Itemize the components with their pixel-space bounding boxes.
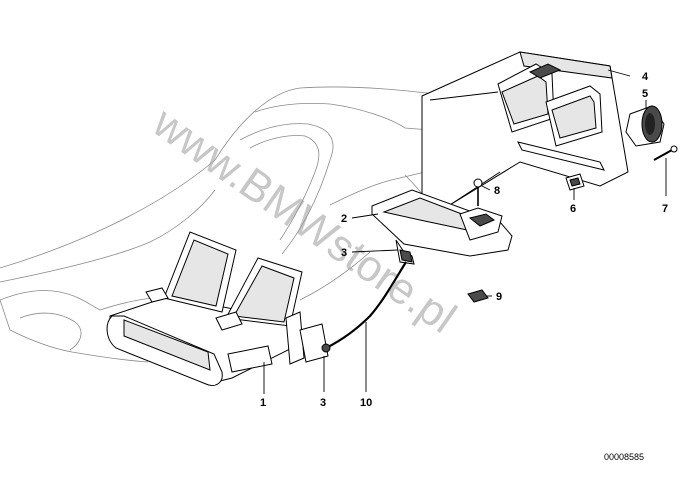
callout-3-upper: 3 <box>341 247 347 259</box>
callout-5: 5 <box>642 88 648 100</box>
diagram-part-number: 00008585 <box>604 452 644 462</box>
clip <box>565 173 585 191</box>
air-outlet-frame <box>421 51 629 223</box>
callout-1: 1 <box>260 397 266 409</box>
callout-2: 2 <box>341 213 347 225</box>
callout-3-lower: 3 <box>320 397 326 409</box>
callout-4: 4 <box>642 71 649 83</box>
leader-lines <box>263 69 667 394</box>
screw <box>653 145 678 161</box>
footwell-outlet <box>106 231 303 386</box>
bracket-assembly <box>371 189 513 265</box>
bowden-cable <box>325 261 407 349</box>
clip-nut <box>467 289 489 303</box>
cable-clamp <box>285 311 331 365</box>
callout-7: 7 <box>662 203 668 215</box>
callout-10: 10 <box>360 397 372 409</box>
callout-6: 6 <box>570 203 576 215</box>
control-knob <box>625 105 665 147</box>
screw-small <box>473 178 483 206</box>
callout-8: 8 <box>494 185 500 197</box>
callout-9: 9 <box>496 291 502 303</box>
